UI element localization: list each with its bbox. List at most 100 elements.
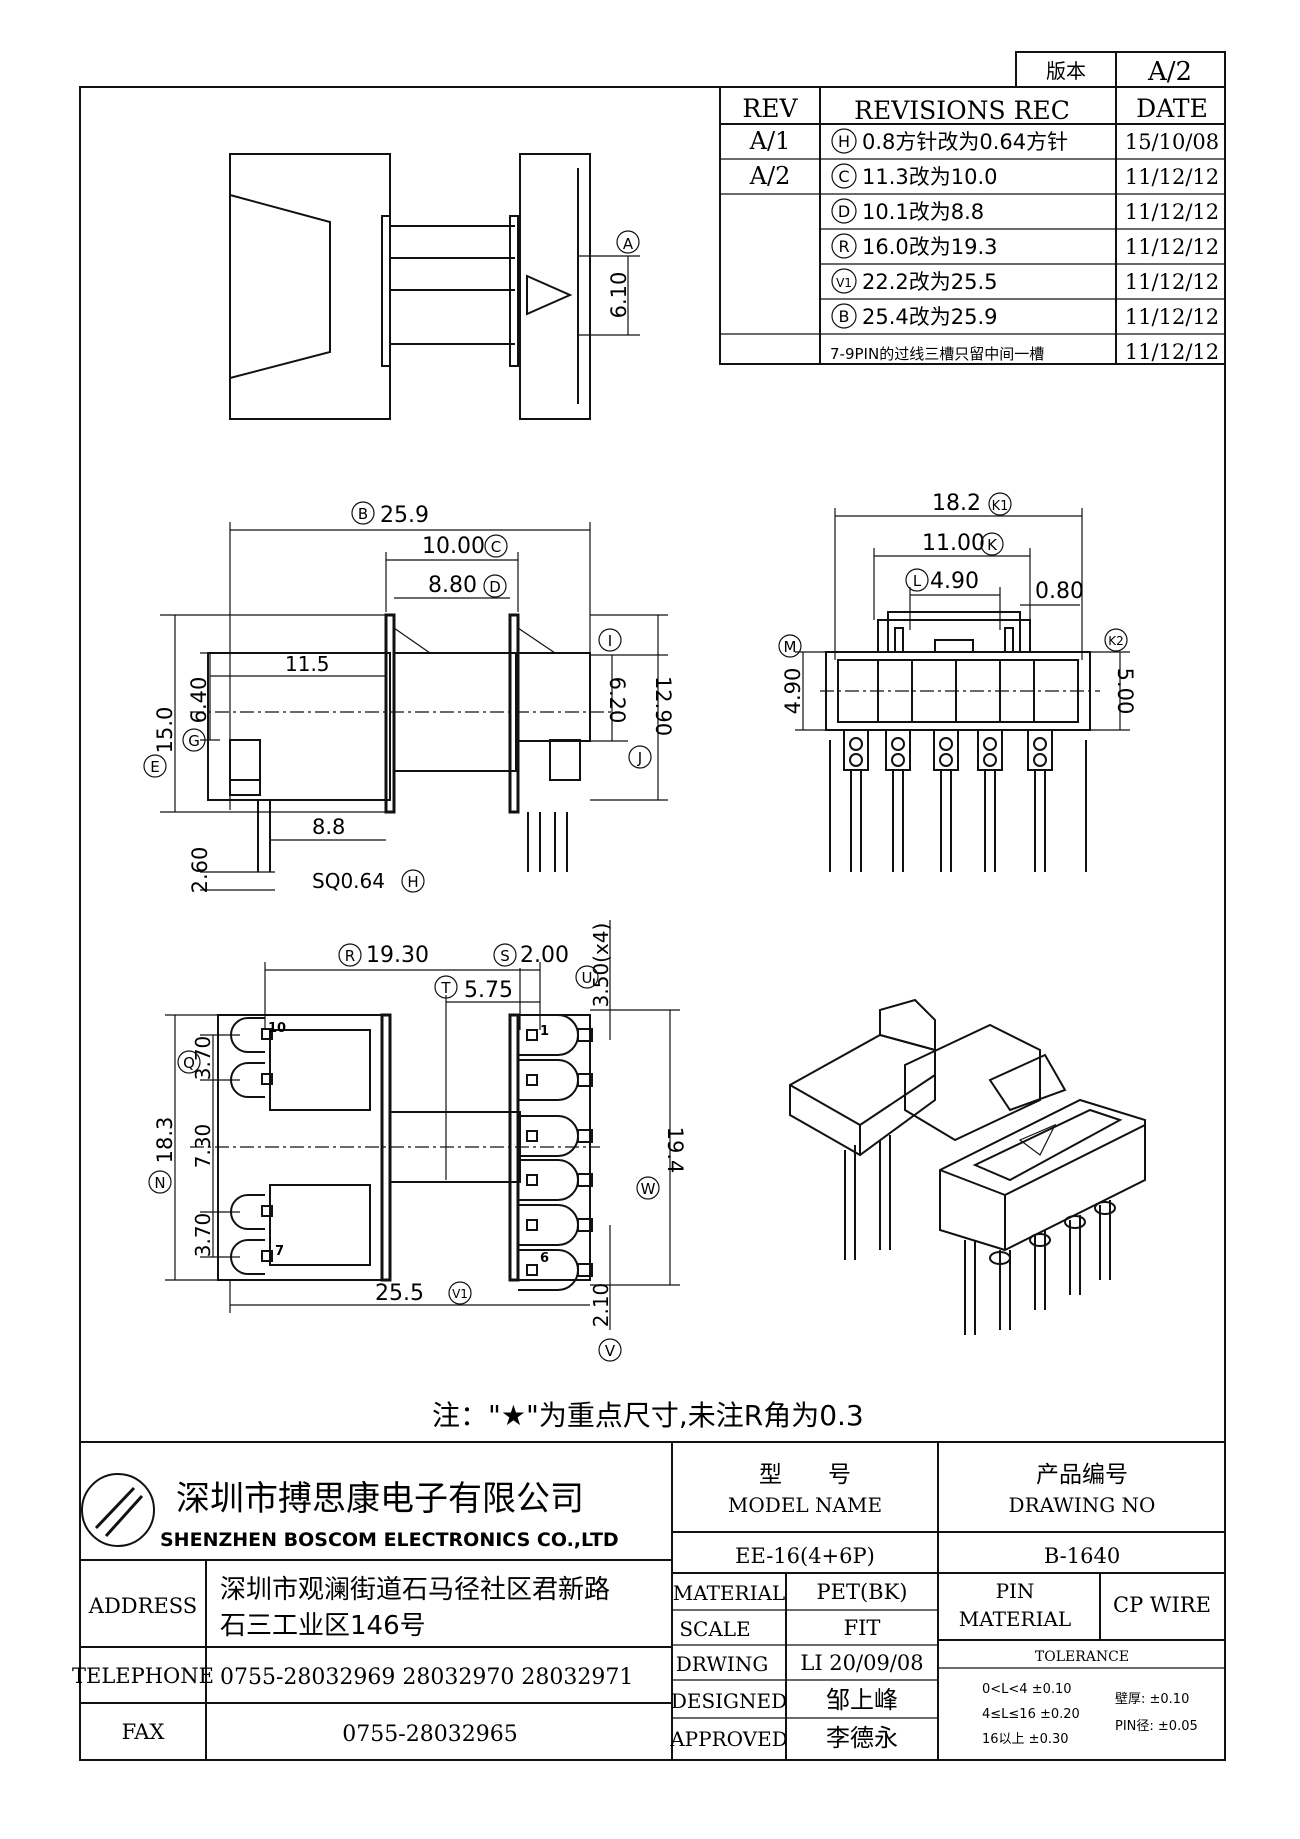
bottom-dim-q: 3.70	[191, 1036, 215, 1081]
front-pin-hole	[849, 737, 863, 751]
front-dim-k: 11.00	[922, 531, 985, 556]
revision-mark: H	[838, 132, 850, 151]
material-value: PET(BK)	[817, 1580, 908, 1604]
mark-t: T	[440, 979, 451, 997]
top-view: 6.10 A	[229, 153, 640, 420]
front-pin-hole	[939, 753, 953, 767]
tolerance-row-3: 16以上 ±0.30	[982, 1732, 1069, 1747]
mark-k: K	[987, 536, 998, 554]
front-pin-housing	[843, 729, 869, 771]
scale-label: SCALE	[679, 1617, 750, 1641]
side-dim-b: 25.9	[380, 503, 429, 528]
bottom-dim-v: 2.10	[589, 1283, 613, 1328]
right-pin-square	[526, 1074, 538, 1086]
pin-material-label-1: PIN	[996, 1579, 1035, 1603]
tolerance-row-1: 0<L<4 ±0.10	[982, 1682, 1072, 1697]
rev-header: REV	[742, 94, 798, 123]
side-dim-i: 6.20	[605, 677, 629, 724]
front-pin-hole	[1033, 737, 1047, 751]
tolerance-pin: PIN径: ±0.05	[1115, 1719, 1198, 1734]
front-dim-k2: 5.00	[1113, 668, 1137, 715]
mark-c: C	[491, 538, 501, 556]
right-pin-square	[526, 1174, 538, 1186]
approved-value: 李德永	[826, 1724, 898, 1752]
side-dim-j: 12.90	[651, 676, 675, 736]
mark-m: M	[784, 638, 797, 656]
mark-a: A	[623, 235, 634, 253]
right-pin-square	[526, 1264, 538, 1276]
side-dim-d: 8.80	[428, 573, 477, 598]
model-label-en: MODEL NAME	[728, 1493, 882, 1517]
revision-mark-circle	[831, 233, 857, 259]
left-pin-square	[261, 1205, 273, 1217]
revision-mark: R	[838, 237, 849, 256]
side-dim-c: 10.00	[422, 534, 485, 559]
front-dim-m: 4.90	[781, 668, 805, 715]
mark-l: L	[913, 572, 922, 590]
date-header: DATE	[1136, 94, 1208, 123]
address-line1: 深圳市观澜街道石马径社区君新路	[220, 1575, 610, 1605]
mark-d: D	[489, 578, 501, 596]
company-logo	[81, 1473, 155, 1547]
front-dim-k1: 18.2	[932, 491, 981, 516]
front-pin-hole	[891, 737, 905, 751]
tolerance-row-2: 4≤L≤16 ±0.20	[982, 1707, 1080, 1722]
revision-row-text: 0.8方针改为0.64方针	[862, 130, 1068, 154]
mark-i: I	[608, 632, 612, 650]
right-pin-stub	[577, 1129, 593, 1143]
right-pin-stub	[577, 1263, 593, 1277]
model-value: EE-16(4+6P)	[735, 1544, 875, 1568]
revision-mark: V1	[836, 276, 852, 290]
pin-material-value: CP WIRE	[1113, 1593, 1211, 1617]
mark-k2: K2	[1108, 634, 1124, 648]
front-pin-hole	[983, 753, 997, 767]
bottom-dim-w: 19.4	[663, 1127, 687, 1174]
mark-h: H	[407, 873, 418, 891]
drwing-value: LI 20/09/08	[800, 1651, 923, 1675]
front-pin-housing	[885, 729, 911, 771]
isometric-view	[789, 998, 1146, 1335]
right-pin-square	[526, 1130, 538, 1142]
front-pin-hole	[849, 753, 863, 767]
pin-label-7: 7	[275, 1244, 284, 1259]
side-dim-pin: 8.8	[312, 815, 345, 839]
front-view: 18.2 K1 11.00 K L 4.90 0.80	[778, 491, 1137, 872]
front-pin-hole	[891, 753, 905, 767]
telephone-label: TELEPHONE	[72, 1664, 214, 1688]
front-pin-housing	[1027, 729, 1053, 771]
left-pin-square	[261, 1028, 273, 1040]
mark-e: E	[150, 758, 159, 776]
version-value: A/2	[1147, 57, 1192, 87]
tolerance-label: TOLERANCE	[1035, 1649, 1129, 1665]
revision-row-text: 7-9PIN的过线三槽只留中间一槽	[830, 345, 1044, 363]
revision-mark-circle	[831, 128, 857, 154]
revision-row-text: 16.0改为19.3	[862, 235, 998, 259]
mark-g: G	[188, 732, 200, 750]
bottom-dim-r: 19.30	[366, 943, 429, 968]
front-pin-hole	[1033, 753, 1047, 767]
drawing-label-cn: 产品编号	[1036, 1462, 1128, 1488]
drwing-label: DRWING	[676, 1652, 769, 1676]
mark-u: U	[582, 969, 593, 987]
revision-row-text: 11.3改为10.0	[862, 165, 998, 189]
revision-mark: D	[838, 202, 850, 221]
revision-row-text: 25.4改为25.9	[862, 305, 998, 329]
side-dim-h: SQ0.64	[312, 869, 385, 893]
right-pin-square	[526, 1219, 538, 1231]
bottom-dim-v1: 25.5	[375, 1281, 424, 1306]
bottom-dim-q2: 3.70	[191, 1213, 215, 1258]
revision-mark: B	[839, 307, 850, 326]
pin-material-label-2: MATERIAL	[959, 1607, 1071, 1631]
mark-q: Q	[183, 1054, 195, 1072]
revision-mark: C	[838, 167, 849, 186]
front-pin-housing	[977, 729, 1003, 771]
revision-row-rev: A/1	[749, 127, 791, 155]
revision-row-text: 10.1改为8.8	[862, 200, 984, 224]
drawing-border	[79, 86, 1226, 1761]
address-label: ADDRESS	[88, 1594, 197, 1618]
company-name-cn: 深圳市搏思康电子有限公司	[176, 1479, 584, 1519]
designed-value: 邹上峰	[826, 1686, 898, 1714]
side-dim-pinlen: 2.60	[188, 847, 212, 894]
